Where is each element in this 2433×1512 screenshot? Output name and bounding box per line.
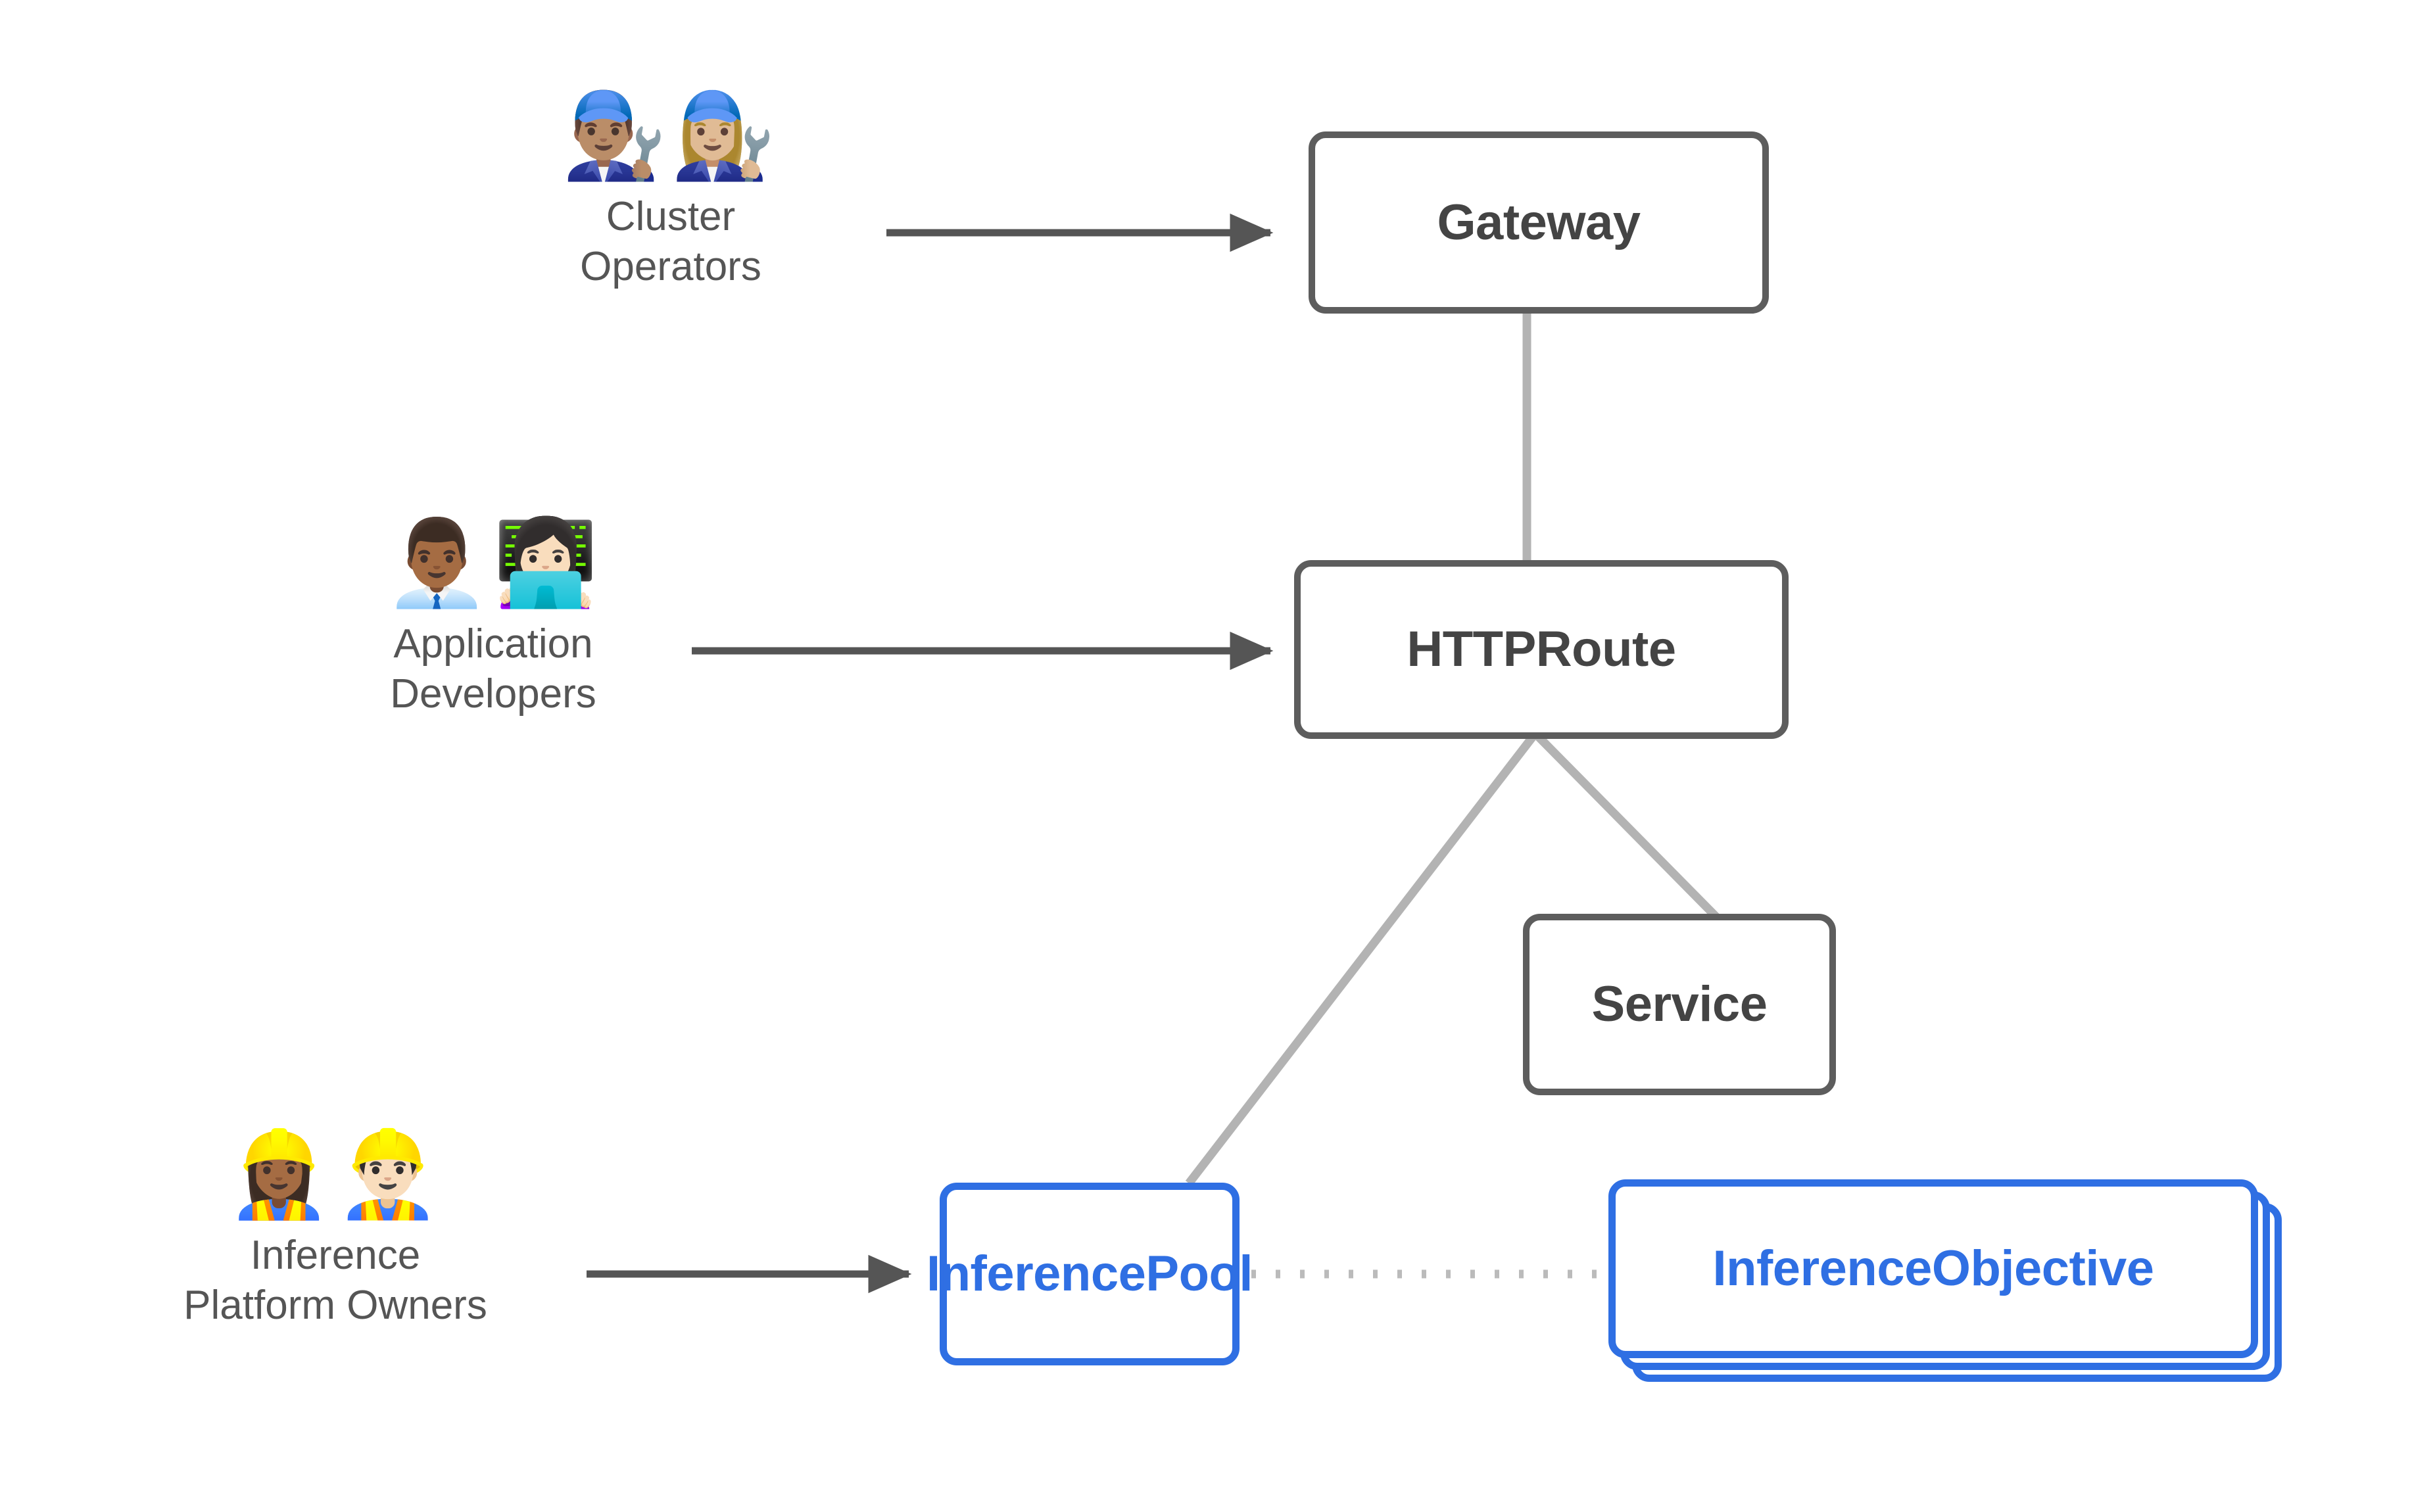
node-service-label: Service <box>1591 976 1768 1032</box>
node-httproute-label: HTTPRoute <box>1407 621 1676 677</box>
application-developers-label: Application Developers <box>390 621 596 717</box>
persona-inference-platform-owners: 👷🏾‍♀️👷🏻‍♂️ Inference Platform Owners <box>92 1125 579 1331</box>
node-gateway-label: Gateway <box>1437 194 1641 250</box>
inferenceobjective-card-front[interactable]: InferenceObjective <box>1608 1179 2258 1358</box>
node-inferencepool[interactable]: InferencePool <box>927 1183 1253 1365</box>
node-inferenceobjective-label: InferenceObjective <box>1712 1240 2154 1296</box>
cluster-operators-icons: 👨🏽‍🔧👩🏼‍🔧 <box>562 87 780 185</box>
node-inferencepool-label: InferencePool <box>926 1246 1253 1302</box>
persona-cluster-operators: 👨🏽‍🔧👩🏼‍🔧 Cluster Operators <box>487 87 855 292</box>
application-developers-icons: 👨🏾‍💼👩🏻‍💻 <box>384 514 602 612</box>
node-service[interactable]: Service <box>1523 914 1836 1095</box>
node-httproute[interactable]: HTTPRoute <box>1294 560 1789 739</box>
cluster-operators-label: Cluster Operators <box>580 194 761 290</box>
node-inferenceobjective-stack[interactable]: InferenceObjective <box>1608 1179 2305 1403</box>
persona-application-developers: 👨🏾‍💼👩🏻‍💻 Application Developers <box>289 519 697 719</box>
node-gateway[interactable]: Gateway <box>1309 131 1769 314</box>
edge-httproute-inferencepool <box>1185 732 1538 1186</box>
inference-platform-owners-icons: 👷🏾‍♀️👷🏻‍♂️ <box>226 1125 445 1223</box>
inference-platform-owners-label: Inference Platform Owners <box>183 1233 487 1329</box>
